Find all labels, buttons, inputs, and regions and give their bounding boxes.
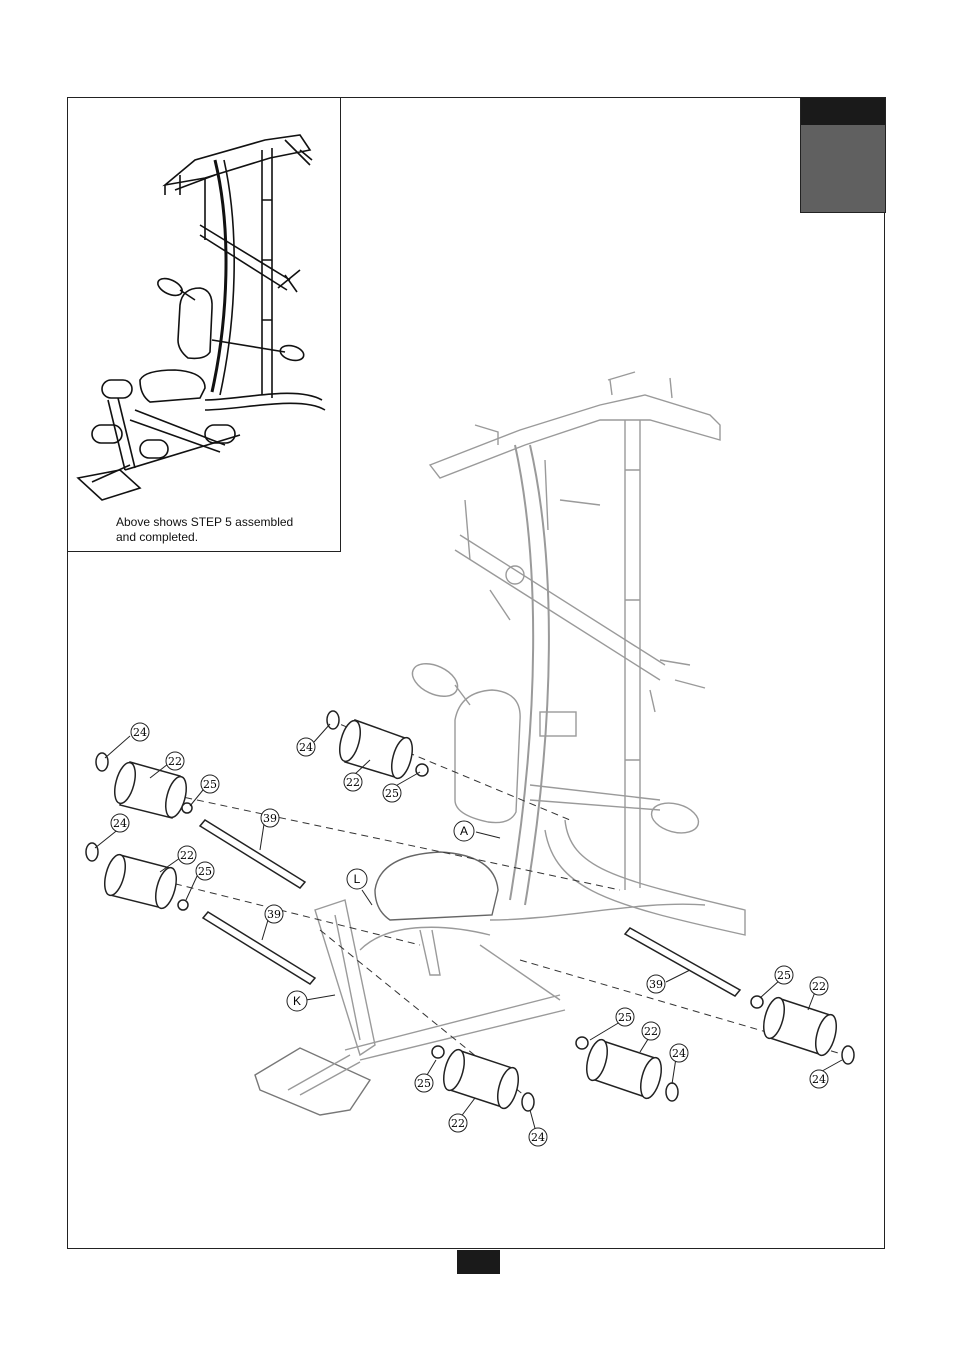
- callout-25: 25: [774, 965, 794, 985]
- callout-22: 22: [165, 751, 185, 771]
- callout-24: 24: [296, 737, 316, 757]
- svg-text:22: 22: [451, 1117, 465, 1130]
- inset-caption: Above shows STEP 5 assembled and complet…: [116, 515, 336, 545]
- callout-24: 24: [528, 1127, 548, 1147]
- callout-24: 24: [130, 722, 150, 742]
- callout-25: 25: [200, 774, 220, 794]
- svg-text:L: L: [354, 872, 361, 886]
- part-callouts: 24 22 25 39 24 22 25 39 24 22 25 39 25 2…: [110, 722, 829, 1147]
- svg-text:22: 22: [346, 776, 360, 789]
- callout-24: 24: [110, 813, 130, 833]
- callout-25: 25: [414, 1073, 434, 1093]
- svg-text:25: 25: [203, 778, 217, 791]
- svg-text:24: 24: [113, 817, 127, 830]
- inset-caption-line2: and completed.: [116, 530, 199, 544]
- part-label-k: K: [286, 990, 308, 1012]
- callout-24: 24: [809, 1069, 829, 1089]
- page-frame: [67, 97, 885, 1249]
- callout-22: 22: [343, 772, 363, 792]
- svg-text:25: 25: [618, 1011, 632, 1024]
- svg-text:39: 39: [649, 978, 663, 991]
- svg-text:39: 39: [263, 812, 277, 825]
- callout-25: 25: [195, 861, 215, 881]
- svg-text:24: 24: [672, 1047, 686, 1060]
- callout-39: 39: [260, 808, 280, 828]
- callout-22: 22: [177, 845, 197, 865]
- svg-text:24: 24: [299, 741, 313, 754]
- part-label-a: A: [453, 820, 475, 842]
- svg-text:22: 22: [168, 755, 182, 768]
- completed-step-inset: [67, 97, 341, 552]
- callout-22: 22: [448, 1113, 468, 1133]
- svg-text:25: 25: [198, 865, 212, 878]
- page-number-box: [457, 1250, 500, 1274]
- callout-25: 25: [382, 783, 402, 803]
- svg-text:K: K: [293, 994, 301, 1008]
- svg-text:A: A: [460, 824, 468, 838]
- callout-22: 22: [641, 1021, 661, 1041]
- svg-text:25: 25: [417, 1077, 431, 1090]
- inset-caption-line1: Above shows STEP 5 assembled: [116, 515, 294, 529]
- svg-text:22: 22: [644, 1025, 658, 1038]
- machine-frame-drawing: [254, 371, 746, 1116]
- svg-text:22: 22: [180, 849, 194, 862]
- svg-text:24: 24: [133, 726, 147, 739]
- step-tab: [800, 97, 886, 213]
- callout-39: 39: [646, 974, 666, 994]
- svg-text:24: 24: [812, 1073, 826, 1086]
- svg-text:25: 25: [777, 969, 791, 982]
- step-tab-header: [801, 98, 885, 125]
- svg-text:39: 39: [267, 908, 281, 921]
- parts-drawing: [85, 710, 855, 1112]
- callout-24: 24: [669, 1043, 689, 1063]
- part-label-l: L: [346, 868, 368, 890]
- svg-text:22: 22: [812, 980, 826, 993]
- callout-22: 22: [809, 976, 829, 996]
- inset-machine-drawing: [76, 134, 326, 501]
- svg-text:25: 25: [385, 787, 399, 800]
- callout-25: 25: [615, 1007, 635, 1027]
- part-letter-callouts: A L K: [286, 820, 475, 1012]
- callout-39: 39: [264, 904, 284, 924]
- svg-text:24: 24: [531, 1131, 545, 1144]
